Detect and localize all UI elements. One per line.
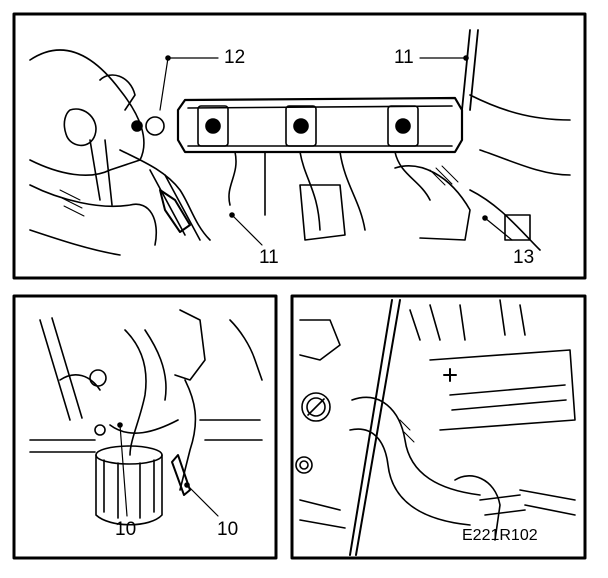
bottom-right-frame: [290, 294, 587, 560]
probe-tool: [349, 299, 401, 556]
leader-13: [484, 217, 513, 241]
figure-code: E221R102: [462, 527, 538, 544]
bottom-left-panel: [12, 294, 278, 560]
leader-10-b: [186, 484, 219, 517]
callout-10-a: 10: [115, 519, 137, 540]
oil-filter: [95, 445, 163, 526]
callout-11-right: 11: [394, 47, 414, 68]
leader-12: [159, 57, 219, 111]
battery-plus: [443, 368, 457, 382]
leader-11-bottom: [231, 214, 263, 246]
callout-11-bottom: 11: [259, 247, 279, 268]
top-panel: [12, 12, 587, 280]
intake-manifold: [176, 96, 464, 154]
leader-10-a: [119, 424, 128, 517]
callout-12: 12: [224, 47, 246, 68]
bottom-right-panel: [290, 294, 587, 560]
top-panel-frame: [12, 12, 587, 280]
callout-13: 13: [513, 247, 535, 268]
bolt-heads: [295, 392, 331, 474]
manifold-bolts: [131, 105, 419, 147]
bottom-left-frame: [12, 294, 278, 560]
callout-10-b: 10: [217, 519, 239, 540]
